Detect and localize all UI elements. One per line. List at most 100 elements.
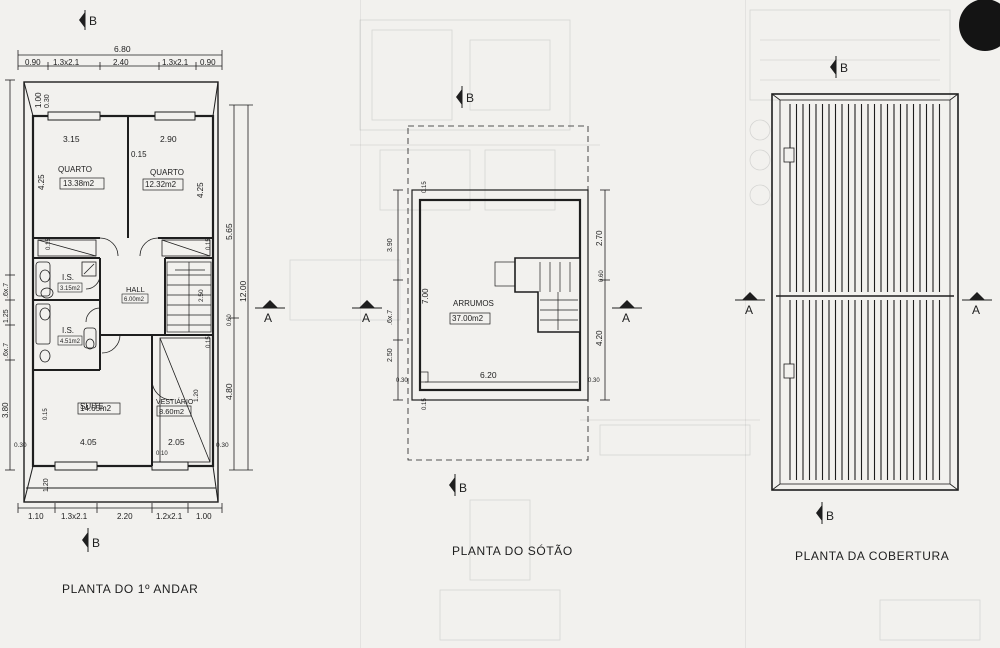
- dim-left-380: 3.80: [1, 402, 10, 418]
- paper-fold-1: [360, 0, 361, 648]
- svg-text:A: A: [362, 311, 370, 325]
- room-suite-area: 14.65m2: [80, 404, 112, 413]
- attic-dim-bot-015: 0.15: [422, 398, 428, 410]
- first-floor-plan: QUARTO 13.38m2 QUARTO 12.32m2 HALL 6.00m…: [1, 10, 285, 552]
- dim-h-015: 0.15: [46, 238, 52, 250]
- dim-top-4: 0.90: [200, 58, 216, 67]
- attic-plan: ARRUMOS 37.00m2 6.20 0.30 0.30 0.15 0.15…: [352, 86, 642, 496]
- dim-overall-height: 12.00: [238, 280, 248, 302]
- attic-section-a-right: A: [612, 300, 642, 325]
- svg-text:A: A: [264, 311, 272, 325]
- room-quarto-2-name: QUARTO: [150, 168, 184, 177]
- dim-stair-250: 2.50: [198, 289, 205, 302]
- title-first-floor: PLANTA DO 1º ANDAR: [62, 582, 199, 596]
- dim-left-425: 4.25: [37, 174, 46, 190]
- roof-section-a-right: A: [962, 292, 992, 317]
- dim-small-015b: 0.15: [206, 336, 212, 348]
- dim-vestiario-width: 2.05: [168, 437, 185, 447]
- svg-text:A: A: [622, 311, 630, 325]
- attic-dim-br-030: 0.30: [588, 378, 600, 384]
- room-quarto-1-name: QUARTO: [58, 165, 92, 174]
- room-arrumos-name: ARRUMOS: [453, 299, 494, 308]
- room-is-2-area: 4.51m2: [60, 339, 81, 345]
- attic-dim-width: 6.20: [480, 370, 497, 380]
- dim-top-0: 0.90: [25, 58, 41, 67]
- attic-section-b-top: B: [456, 86, 474, 108]
- attic-dim-left-700: 7.00: [421, 288, 430, 304]
- title-attic: PLANTA DO SÓTÃO: [452, 544, 573, 558]
- dim-top-1: 1.3x2.1: [53, 58, 80, 67]
- svg-text:B: B: [826, 509, 834, 523]
- dim-bottom-0: 1.10: [28, 512, 44, 521]
- dim-quarto-2-height: 4.25: [196, 182, 205, 198]
- room-is-2-name: I.S.: [62, 326, 74, 335]
- room-hall-name: HALL: [126, 285, 145, 294]
- room-hall-area: 6.00m2: [124, 297, 145, 303]
- room-quarto-2-area: 12.32m2: [145, 180, 177, 189]
- roof-plan: B B A A: [735, 56, 992, 524]
- svg-text:B: B: [466, 91, 474, 105]
- dim-left-015: 0.15: [43, 408, 49, 420]
- dim-right-060: 0.60: [227, 314, 233, 326]
- dim-bottom-4: 1.00: [196, 512, 212, 521]
- stair-attic: [494, 261, 578, 330]
- attic-dim-top-015: 0.15: [422, 181, 428, 193]
- section-mark-b-bottom: B: [82, 528, 100, 552]
- attic-dim-right-060: 0.60: [599, 270, 605, 282]
- svg-text:B: B: [89, 14, 97, 28]
- dim-left-030: 0.30: [14, 442, 27, 449]
- section-mark-a-right: A: [255, 300, 285, 325]
- attic-section-b-bottom: B: [449, 474, 467, 496]
- dim-top-2: 2.40: [113, 58, 129, 67]
- room-is-1-name: I.S.: [62, 273, 74, 282]
- room-vestiario-name: VESTIÁRIO: [156, 397, 194, 406]
- dim-wall-015: 0.15: [131, 150, 147, 159]
- svg-text:A: A: [745, 303, 753, 317]
- dim-small-015: 0.15: [206, 238, 212, 250]
- dim-bottom-3: 1.2x2.1: [156, 512, 183, 521]
- dim-bottom-1: 1.3x2.1: [61, 512, 88, 521]
- dim-right-565: 5.65: [224, 223, 234, 240]
- room-suite-name: SUITE: [80, 402, 104, 411]
- svg-text:A: A: [972, 303, 980, 317]
- roof-section-a-left: A: [735, 292, 765, 317]
- roof-section-b-top: B: [830, 56, 848, 78]
- dim-suite-width: 4.05: [80, 437, 97, 447]
- paper-fold-2: [745, 0, 746, 648]
- section-mark-b-top: B: [79, 10, 97, 30]
- dim-wall-010: 0.10: [156, 451, 168, 457]
- room-vestiario-area: 8.60m2: [159, 407, 184, 416]
- svg-text:B: B: [92, 536, 100, 550]
- attic-dim-bl-030: 0.30: [396, 378, 408, 384]
- dim-left-120: 1.20: [43, 478, 50, 492]
- dim-right-030: 0.30: [216, 442, 229, 449]
- room-quarto-1-area: 13.38m2: [63, 179, 95, 188]
- attic-dim-left-390: 3.90: [387, 238, 394, 252]
- dim-left-100: 1.00: [34, 92, 43, 108]
- dim-quarto-2-width: 2.90: [160, 134, 177, 144]
- dim-left-window-2: .6x.7: [3, 343, 10, 358]
- svg-text:B: B: [840, 61, 848, 75]
- roof-section-b-bottom: B: [816, 502, 834, 524]
- title-roof: PLANTA DA COBERTURA: [795, 549, 950, 563]
- room-arrumos-area: 37.00m2: [452, 314, 484, 323]
- attic-dim-right-420: 4.20: [595, 330, 604, 346]
- dim-top-3: 1.3x2.1: [162, 58, 189, 67]
- dim-quarto-1-width: 3.15: [63, 134, 80, 144]
- dim-bottom-2: 2.20: [117, 512, 133, 521]
- attic-dim-right-270: 2.70: [595, 230, 604, 246]
- dim-left-030-top: 0.30: [44, 94, 51, 108]
- dim-left-window-1: .6x.7: [3, 283, 10, 298]
- corner-shadow: [959, 0, 1000, 51]
- roof-stripes: [789, 104, 941, 480]
- attic-dim-left-window: .6x.7: [387, 310, 394, 325]
- room-is-1-area: 3.15m2: [60, 286, 81, 292]
- bathroom-fixtures: [35, 261, 97, 363]
- attic-dim-left-250: 2.50: [387, 348, 394, 362]
- dim-vestiario-height: 1.20: [193, 389, 200, 402]
- svg-text:B: B: [459, 481, 467, 495]
- dim-right-480: 4.80: [224, 383, 234, 400]
- attic-section-a-left: A: [352, 300, 382, 325]
